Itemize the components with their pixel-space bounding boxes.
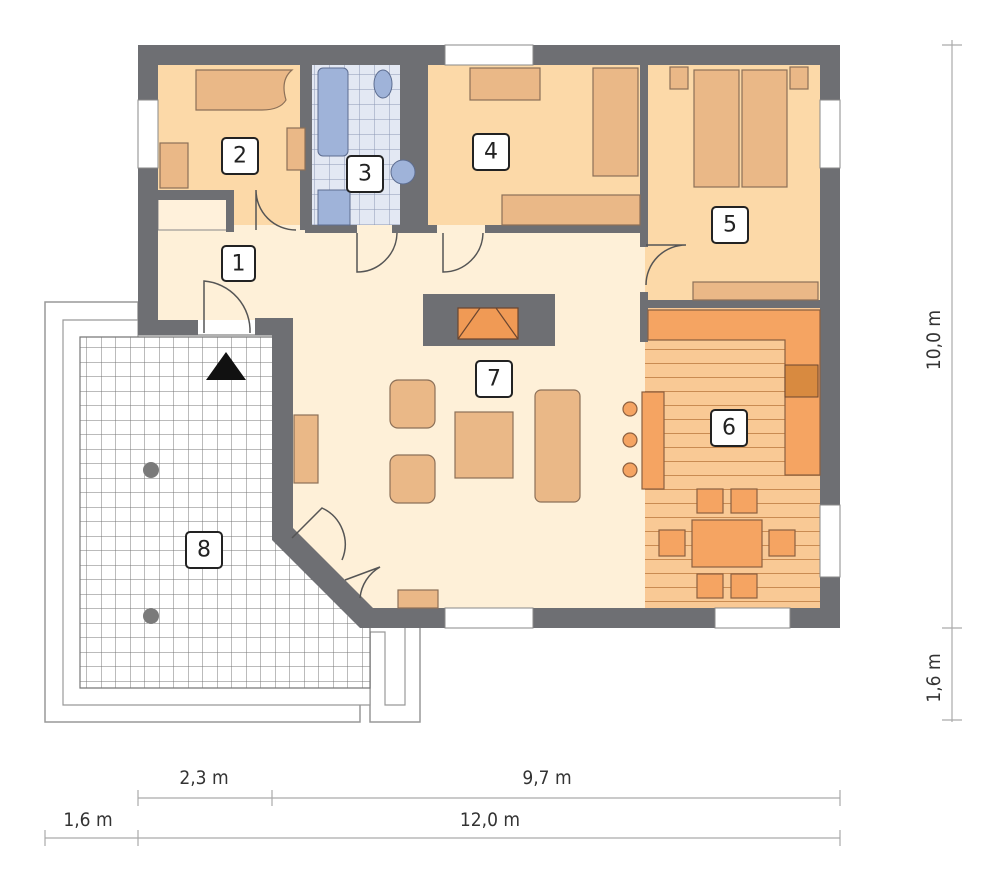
room-labels: 1 2 3 4 5 6 7 8 xyxy=(185,133,749,569)
window xyxy=(444,44,534,66)
room-label-4: 4 xyxy=(472,133,510,171)
window xyxy=(137,99,159,169)
room-number: 3 xyxy=(358,162,372,187)
bed-left xyxy=(693,69,740,188)
bed-right xyxy=(741,69,788,188)
door xyxy=(255,189,297,231)
bathtub xyxy=(317,67,349,157)
dimension-vertical-main: 10,0 m xyxy=(923,310,945,370)
nightstand xyxy=(669,66,689,90)
dining-table xyxy=(691,519,763,568)
dimension-vertical-terrace: 1,6 m xyxy=(923,653,945,702)
room-label-8: 8 xyxy=(185,531,223,569)
wardrobe xyxy=(501,194,641,226)
window xyxy=(444,607,534,629)
column-icon xyxy=(143,608,159,624)
door xyxy=(356,232,398,273)
door xyxy=(442,232,484,273)
fireplace-hearth xyxy=(457,307,519,340)
armchair xyxy=(389,454,436,504)
furniture xyxy=(159,66,821,609)
nightstand xyxy=(789,66,809,90)
bar-stool xyxy=(622,462,638,478)
bed xyxy=(592,67,639,177)
armchair xyxy=(389,379,436,429)
terrace-door xyxy=(291,507,381,599)
bar-stool xyxy=(622,401,638,417)
room-number: 5 xyxy=(723,213,737,238)
sink xyxy=(390,159,416,185)
wardrobe xyxy=(692,281,819,301)
dimension-top-left: 2,3 m xyxy=(179,767,228,789)
dimension-bottom-total: 12,0 m xyxy=(460,809,520,831)
room-label-5: 5 xyxy=(711,206,749,244)
bed xyxy=(195,69,294,111)
bar-stool xyxy=(622,432,638,448)
dimension-bottom-left: 1,6 m xyxy=(63,809,112,831)
sofa xyxy=(534,389,581,503)
room-label-2: 2 xyxy=(221,137,259,175)
window xyxy=(819,99,841,169)
room-number: 2 xyxy=(233,144,247,169)
windows xyxy=(137,44,841,629)
room-number: 7 xyxy=(487,367,501,392)
chair xyxy=(658,529,686,557)
doors xyxy=(203,189,687,599)
desk xyxy=(286,127,306,171)
sideboard xyxy=(293,414,319,484)
wardrobe xyxy=(159,142,189,189)
dimensions: 10,0 m 1,6 m 2,3 m 9,7 m 1,6 m 12,0 m xyxy=(44,40,962,846)
dimension-top-right: 9,7 m xyxy=(522,767,571,789)
window xyxy=(714,607,791,629)
chair xyxy=(696,488,724,514)
cabinet xyxy=(397,589,439,609)
chair xyxy=(696,573,724,599)
room-label-3: 3 xyxy=(346,155,384,193)
chair xyxy=(730,488,758,514)
coffee-table xyxy=(454,411,514,479)
door xyxy=(645,244,687,286)
room-number: 8 xyxy=(197,538,211,563)
bar-counter xyxy=(641,391,665,490)
entrance-arrow-icon xyxy=(206,352,246,380)
desk xyxy=(469,67,541,101)
window xyxy=(819,504,841,578)
entrance-door xyxy=(203,280,251,334)
toilet xyxy=(373,69,393,99)
shower xyxy=(317,189,351,226)
room-label-1: 1 xyxy=(221,245,256,282)
stove-icon xyxy=(784,364,819,398)
chair xyxy=(730,573,758,599)
room-number: 6 xyxy=(722,416,736,441)
room-number: 4 xyxy=(484,140,498,165)
room-number: 1 xyxy=(232,252,246,277)
room-label-6: 6 xyxy=(710,409,748,447)
chair xyxy=(768,529,796,557)
column-icon xyxy=(143,462,159,478)
room-label-7: 7 xyxy=(475,360,513,398)
